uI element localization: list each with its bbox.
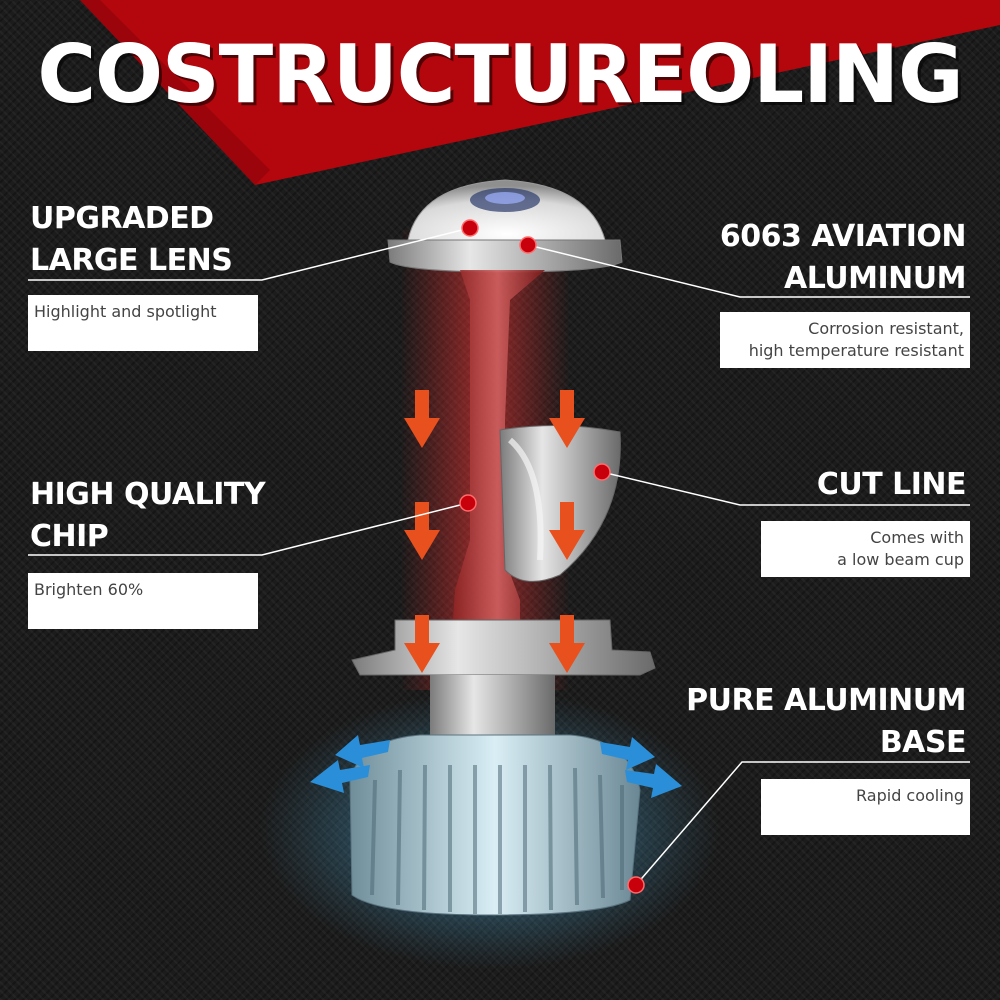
cutline-description: Comes with a low beam cup	[761, 521, 970, 577]
chip-description: Brighten 60%	[28, 573, 258, 629]
base-description: Rapid cooling	[761, 779, 970, 835]
cutline-heading: CUT LINE	[816, 467, 967, 502]
aluminum-heading: 6063 AVIATION ALUMINUM	[719, 219, 967, 296]
marker-base	[627, 876, 645, 894]
lens-description: Highlight and spotlight	[28, 295, 258, 351]
lens-heading: UPGRADED LARGE LENS	[30, 201, 233, 278]
marker-aluminum	[519, 236, 537, 254]
chip-heading: HIGH QUALITY CHIP	[30, 477, 266, 554]
aluminum-description: Corrosion resistant, high temperature re…	[720, 312, 970, 368]
marker-cutline	[593, 463, 611, 481]
base-heading: PURE ALUMINUM BASE	[686, 683, 966, 760]
marker-chip	[459, 494, 477, 512]
page-title: COSTRUCTUREOLING	[37, 28, 963, 121]
marker-lens	[461, 219, 479, 237]
title-banner	[80, 0, 1000, 185]
